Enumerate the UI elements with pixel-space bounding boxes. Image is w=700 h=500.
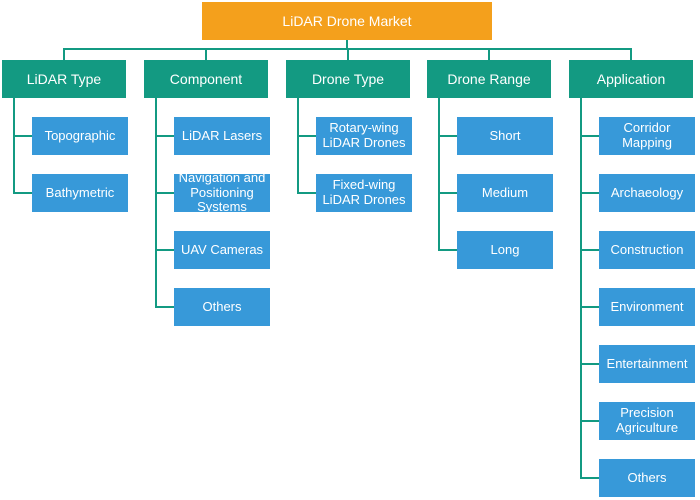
leaf-lidar-type-1: Bathymetric: [32, 174, 128, 212]
leaf-component-0: LiDAR Lasers: [174, 117, 270, 155]
leaf-component-2: UAV Cameras: [174, 231, 270, 269]
root-node-title: LiDAR Drone Market: [202, 2, 492, 40]
leaf-drone-range-0: Short: [457, 117, 553, 155]
leaf-drone-type-1: Fixed-wing LiDAR Drones: [316, 174, 412, 212]
category-component: Component: [144, 60, 268, 98]
category-drone-range: Drone Range: [427, 60, 551, 98]
leaf-drone-range-2: Long: [457, 231, 553, 269]
leaf-drone-range-1: Medium: [457, 174, 553, 212]
leaf-application-3: Environment: [599, 288, 695, 326]
leaf-application-4: Entertainment: [599, 345, 695, 383]
leaf-application-5: Precision Agriculture: [599, 402, 695, 440]
leaf-application-2: Construction: [599, 231, 695, 269]
category-lidar-type: LiDAR Type: [2, 60, 126, 98]
category-drone-type: Drone Type: [286, 60, 410, 98]
leaf-application-6: Others: [599, 459, 695, 497]
leaf-lidar-type-0: Topographic: [32, 117, 128, 155]
leaf-drone-type-0: Rotary-wing LiDAR Drones: [316, 117, 412, 155]
leaf-component-1: Navigation and Positioning Systems: [174, 170, 270, 214]
category-application: Application: [569, 60, 693, 98]
leaf-application-0: Corridor Mapping: [599, 117, 695, 155]
leaf-application-1: Archaeology: [599, 174, 695, 212]
leaf-component-3: Others: [174, 288, 270, 326]
